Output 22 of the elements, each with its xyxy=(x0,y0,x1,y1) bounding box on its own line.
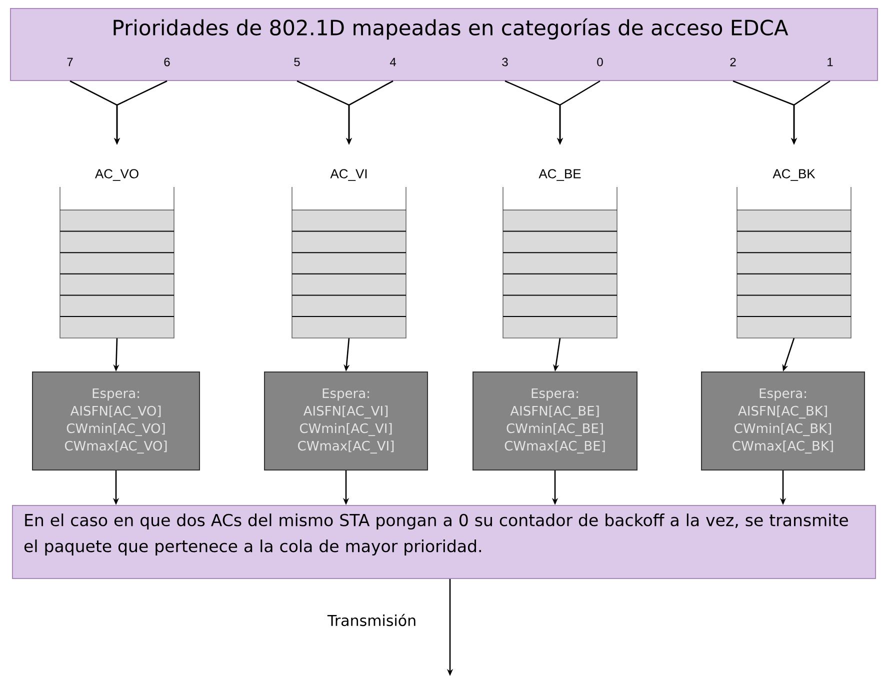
wait-box: Espera: AISFN[AC_BK] CWmin[AC_BK] CWmax[AC_BK] xyxy=(701,372,866,470)
priority-number: 1 xyxy=(828,58,833,66)
edge-label: Transmisión xyxy=(327,614,416,626)
wait-box: Espera: AISFN[AC_BE] CWmin[AC_BE] CWmax[AC_BE] xyxy=(472,372,638,470)
node-label: AC_VI xyxy=(330,169,367,181)
priority-number: 0 xyxy=(597,58,603,66)
priority-number: 5 xyxy=(294,58,300,66)
priority-number: 7 xyxy=(67,58,73,66)
node-label: AC_VO xyxy=(95,169,138,181)
queue-drawing: AC_VO xyxy=(60,169,174,338)
wait-box: Espera: AISFN[AC_VO] CWmin[AC_VO] CWmax[AC_VO] xyxy=(32,372,200,470)
queue-drawing: AC_BE xyxy=(502,169,618,338)
priority-number: 3 xyxy=(502,58,508,66)
priority-number: 4 xyxy=(390,58,396,66)
priority-number: 2 xyxy=(730,58,736,66)
node-label: AC_BE xyxy=(538,169,581,181)
queue-drawing: AC_BK xyxy=(736,169,852,338)
note-band: En el caso en que dos ACs del mismo STA pongan a 0 su contador de backoff a la vez, se transmite el paquete que pertenece a la cola de mayor prioridad. xyxy=(12,505,876,579)
node-label: AC_BK xyxy=(772,169,816,181)
priority-number: 6 xyxy=(164,58,170,66)
wait-box: Espera: AISFN[AC_VI] CWmin[AC_VI] CWmax[AC_VI] xyxy=(264,372,428,470)
queue-drawing: AC_VI xyxy=(292,169,406,338)
